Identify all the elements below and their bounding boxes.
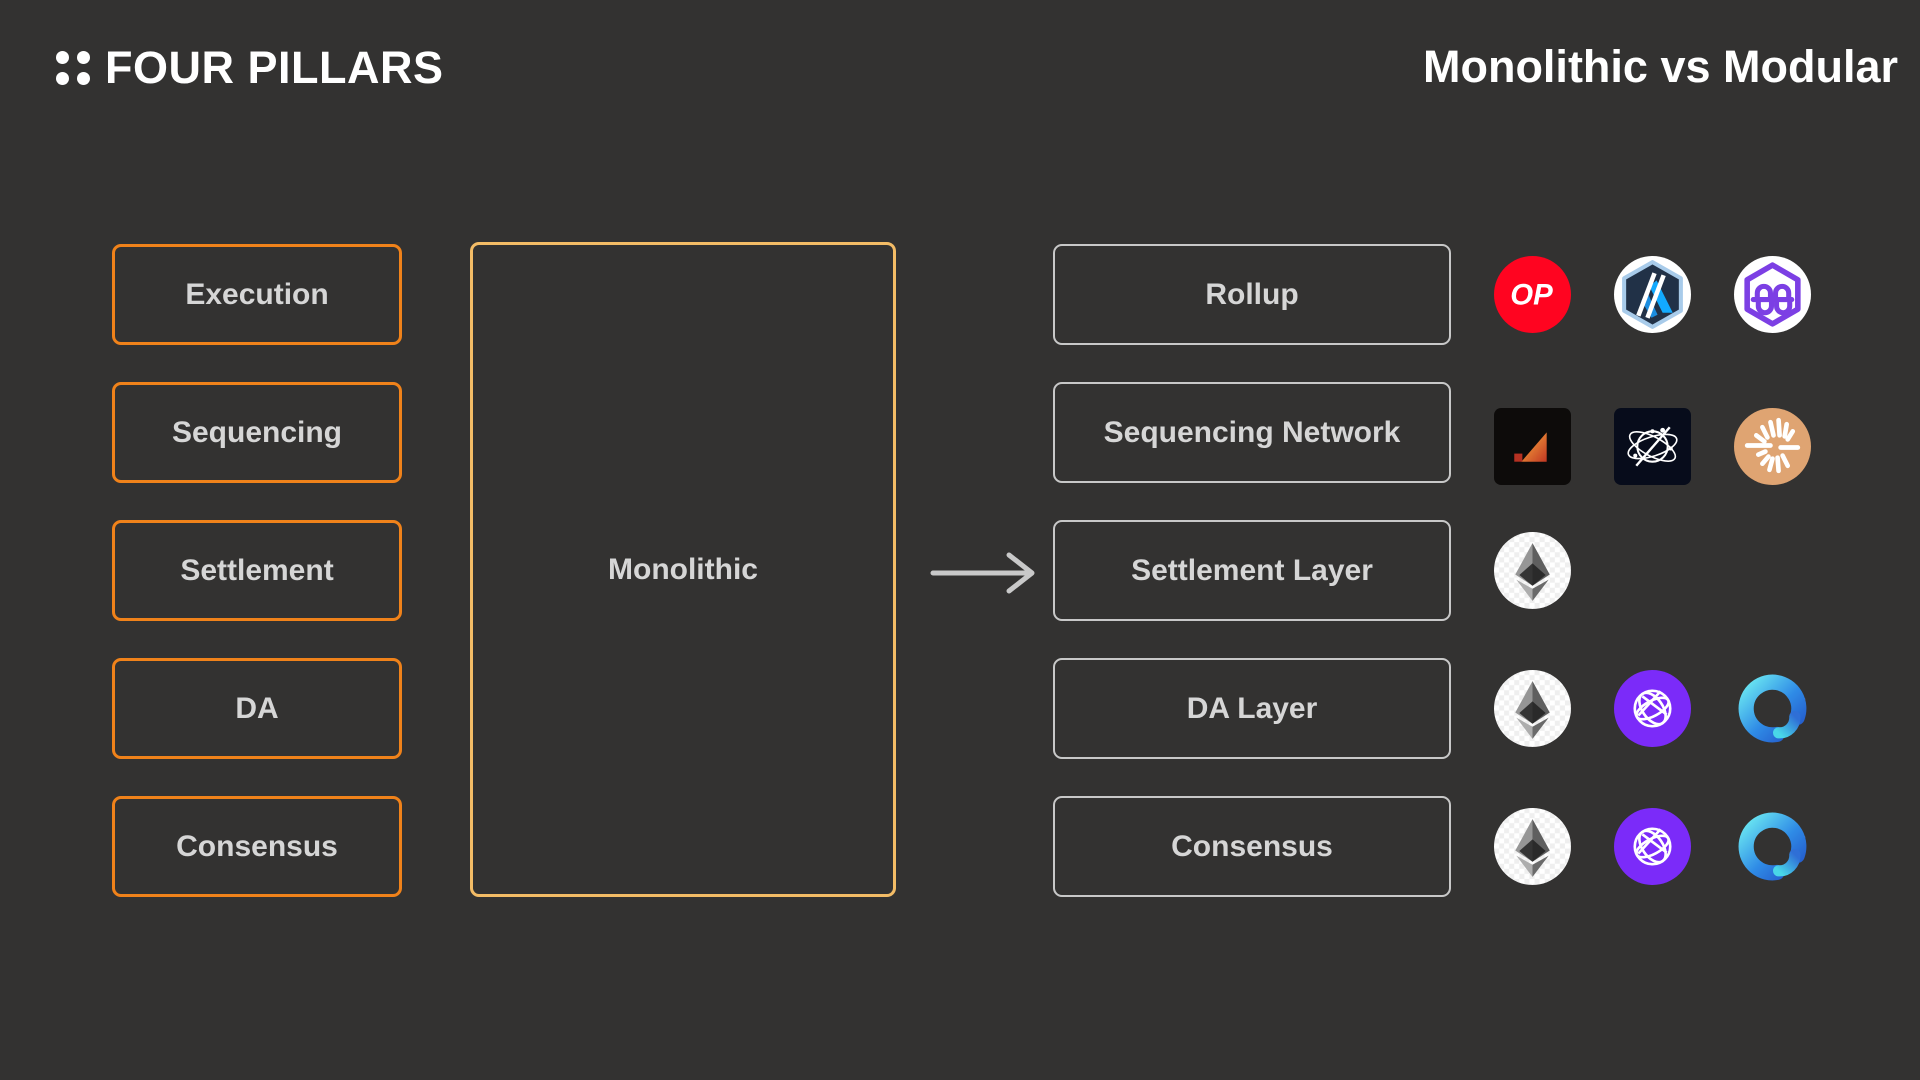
modular-box-consensus: Consensus <box>1053 796 1451 897</box>
purple-globe-icon <box>1614 670 1691 747</box>
modular-box-sequencing-network: Sequencing Network <box>1053 382 1451 483</box>
pillar-box-sequencing: Sequencing <box>112 382 402 483</box>
op-badge-icon <box>1494 256 1571 333</box>
pillar-box-settlement: Settlement <box>112 520 402 621</box>
settlement-layer-logos <box>1494 532 1571 609</box>
modular-box-rollup: Rollup <box>1053 244 1451 345</box>
pillar-label: Execution <box>185 277 329 311</box>
sunburst-icon <box>1734 408 1811 485</box>
pillar-label: Sequencing <box>171 415 343 449</box>
purple-hexagon-knot-icon <box>1734 256 1811 333</box>
pillar-box-consensus: Consensus <box>112 796 402 897</box>
sequencing-network-logos <box>1494 408 1811 485</box>
modular-box-settlement-layer: Settlement Layer <box>1053 520 1451 621</box>
orange-a-block-icon <box>1494 408 1571 485</box>
pillar-box-execution: Execution <box>112 244 402 345</box>
blue-swirl-ring-icon <box>1734 670 1811 747</box>
orbit-wireframe-icon <box>1614 408 1691 485</box>
modular-label: Consensus <box>1171 829 1333 863</box>
pillar-label: Consensus <box>176 829 338 863</box>
ethereum-icon <box>1494 808 1571 885</box>
da-layer-logos <box>1494 670 1811 747</box>
pillar-box-da: DA <box>112 658 402 759</box>
ethereum-icon <box>1494 670 1571 747</box>
brand-name: FOUR PILLARS <box>105 42 444 93</box>
purple-globe-icon <box>1614 808 1691 885</box>
modular-box-da-layer: DA Layer <box>1053 658 1451 759</box>
pillar-label: Settlement <box>180 553 334 587</box>
blue-swirl-ring-icon <box>1734 808 1811 885</box>
rollup-logos <box>1494 256 1811 333</box>
pillar-label: DA <box>235 691 279 725</box>
four-dots-icon <box>56 50 90 85</box>
monolithic-box: Monolithic <box>470 242 896 897</box>
arbitrum-shield-icon <box>1614 256 1691 333</box>
modular-label: Settlement Layer <box>1131 553 1373 587</box>
modular-label: Rollup <box>1205 277 1299 311</box>
four-pillars-logo: FOUR PILLARS <box>56 45 444 90</box>
monolithic-label: Monolithic <box>608 552 758 586</box>
page-title: Monolithic vs Modular <box>1422 41 1898 92</box>
consensus-logos <box>1494 808 1811 885</box>
modular-label: DA Layer <box>1186 691 1318 725</box>
ethereum-icon <box>1494 532 1571 609</box>
modular-label: Sequencing Network <box>1103 415 1401 449</box>
right-arrow-icon <box>930 552 1035 594</box>
